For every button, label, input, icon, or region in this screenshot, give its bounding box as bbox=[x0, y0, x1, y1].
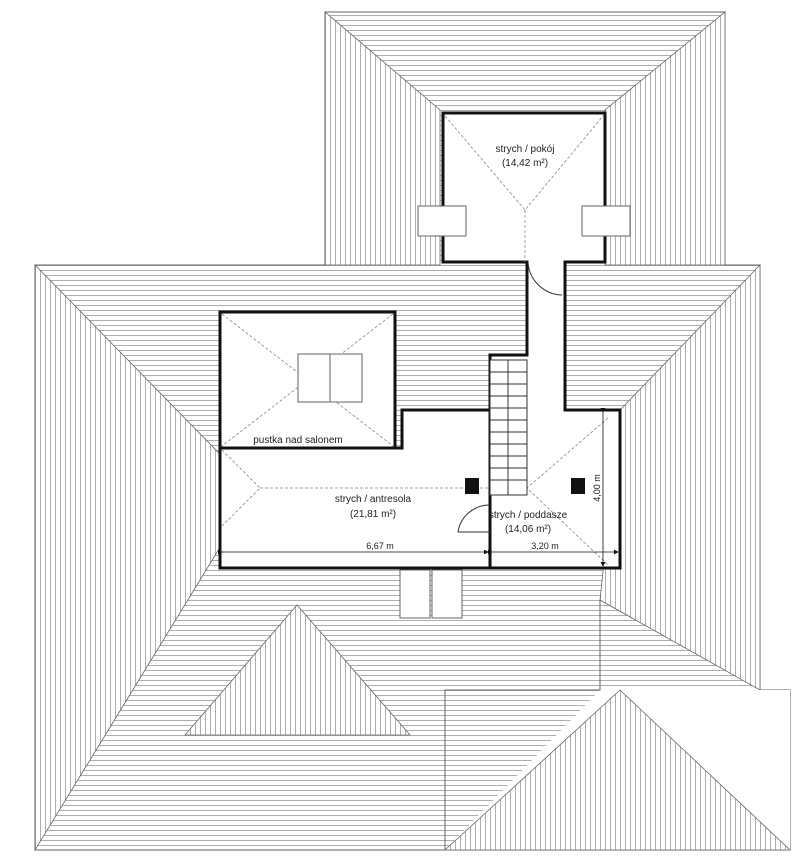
window bbox=[297, 353, 331, 403]
window bbox=[399, 569, 431, 619]
room-name-poddasze: strych / poddasze bbox=[489, 510, 568, 521]
room-area-poddasze: (14,06 m²) bbox=[505, 524, 551, 535]
dimension-lines bbox=[218, 408, 619, 567]
stairs bbox=[489, 359, 528, 496]
dimension-height-right: 4,00 m bbox=[592, 474, 602, 502]
room-area-antresola: (21,81 m²) bbox=[350, 509, 396, 520]
roof-face-top-right-hatch bbox=[604, 11, 726, 266]
window bbox=[431, 569, 463, 619]
dimension-width-right: 3,20 m bbox=[531, 541, 559, 551]
roof-wing-bottom-right-hatch bbox=[443, 689, 792, 851]
room-area-pokoj: (14,42 m²) bbox=[502, 158, 548, 169]
room-name-pustka: pustka nad salonem bbox=[253, 435, 343, 446]
room-name-pokoj: strych / pokój bbox=[496, 144, 555, 155]
roof-face-left-hatch bbox=[34, 264, 256, 852]
door-swing bbox=[527, 261, 563, 296]
chimney bbox=[571, 478, 585, 494]
roof-gable-bottom-hatch bbox=[184, 604, 411, 736]
roof-face-top-left-hatch bbox=[324, 11, 441, 266]
chimneys bbox=[465, 478, 585, 494]
room-pokoj bbox=[441, 111, 622, 570]
room-name-antresola: strych / antresola bbox=[335, 494, 412, 505]
door-swing bbox=[457, 504, 491, 533]
doors bbox=[457, 261, 563, 533]
window bbox=[329, 353, 363, 403]
windows bbox=[297, 205, 631, 619]
window bbox=[581, 205, 631, 237]
dimension-width-left: 6,67 m bbox=[366, 541, 394, 551]
window bbox=[417, 205, 467, 237]
chimney bbox=[465, 478, 479, 494]
ridge-lines bbox=[444, 600, 601, 850]
